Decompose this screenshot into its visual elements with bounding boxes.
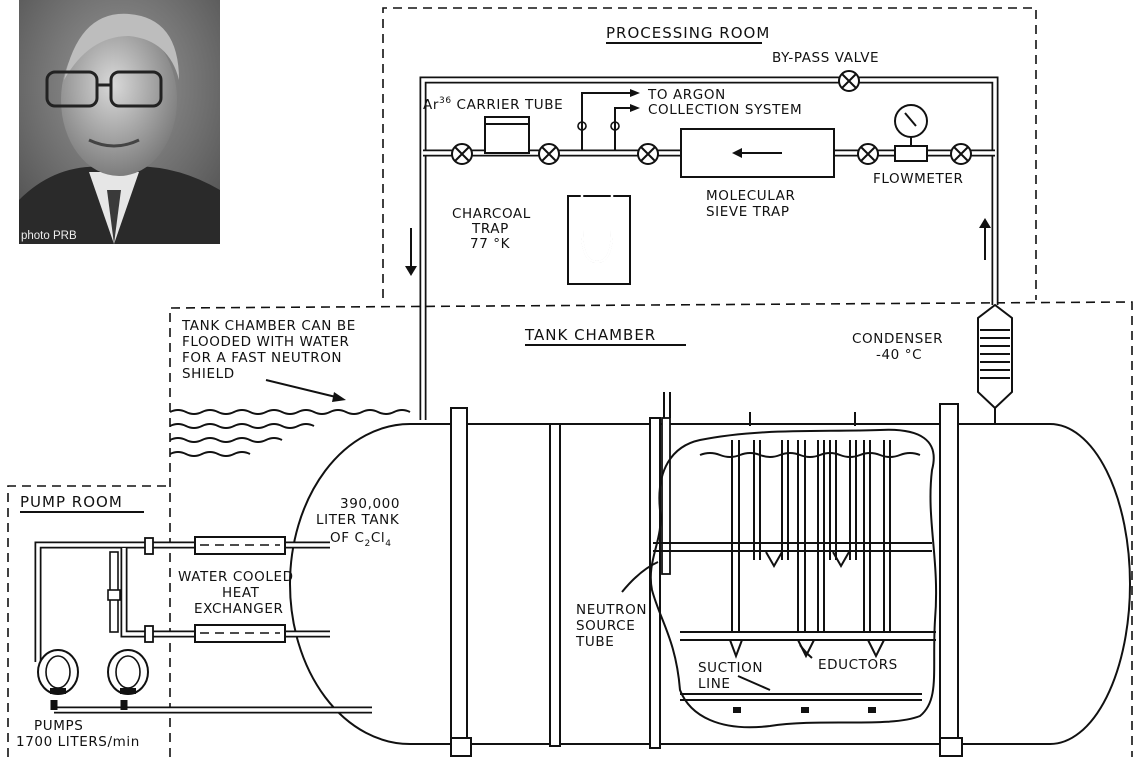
tank-note-label: FLOODED WITH WATER: [182, 334, 349, 350]
neutron-source-label: SOURCE: [576, 618, 635, 634]
flowmeter-icon: [895, 105, 927, 161]
pumps-label: PUMPS: [34, 718, 83, 734]
tank-chamber-label: TANK CHAMBER: [524, 326, 656, 344]
main-tank: [290, 392, 1130, 756]
suction-line-label: SUCTION: [698, 660, 763, 676]
valve-icon: [452, 144, 472, 164]
pumps-rate-label: 1700 LITERS/min: [16, 734, 140, 750]
carrier-tube: [485, 117, 529, 153]
molecular-sieve-trap: [681, 129, 834, 177]
portrait-image: [19, 0, 220, 244]
heat-exchanger-label: HEAT: [222, 585, 260, 601]
pump-icon: [108, 650, 148, 694]
tank-cutaway: [651, 412, 936, 727]
flowmeter-label: FLOWMETER: [873, 171, 964, 187]
molecular-sieve-label: MOLECULAR: [706, 188, 795, 204]
charcoal-trap-label: TRAP: [471, 221, 509, 237]
to-argon-label: TO ARGON: [647, 87, 726, 103]
valve-icon: [858, 144, 878, 164]
charcoal-trap: [568, 158, 630, 284]
pump-icon: [38, 650, 78, 694]
heat-exchanger-label: WATER COOLED: [178, 569, 294, 585]
condenser-icon: [978, 305, 1012, 425]
tank-note-label: TANK CHAMBER CAN BE: [181, 318, 356, 334]
bypass-valve-label: BY-PASS VALVE: [772, 50, 879, 66]
eductors-label: EDUCTORS: [818, 657, 898, 673]
valve-icon: [951, 144, 971, 164]
charcoal-trap-label: CHARCOAL: [452, 206, 531, 222]
portrait-photo: photo PRB: [19, 0, 220, 244]
tank-note-label: SHIELD: [182, 366, 235, 382]
neutron-source-label: NEUTRON: [576, 602, 647, 618]
molecular-sieve-label: SIEVE TRAP: [706, 204, 790, 220]
valve-icon: [638, 144, 658, 164]
neutron-source-label: TUBE: [575, 634, 614, 650]
pump-room-boundary: [8, 486, 170, 757]
tank-note-label: FOR A FAST NEUTRON: [182, 350, 342, 366]
collection-system-label: COLLECTION SYSTEM: [648, 102, 802, 118]
water-waves: [170, 380, 410, 456]
tank-contents-label: OF C2Cl4: [330, 530, 392, 549]
tank-capacity-label: LITER TANK: [316, 512, 400, 528]
suction-line-label: LINE: [698, 676, 731, 692]
suction-pointer: [738, 676, 770, 690]
pump-room-label: PUMP ROOM: [20, 493, 123, 511]
small-valve-icon: [578, 122, 619, 130]
charcoal-trap-label: 77 °K: [470, 236, 511, 252]
condenser-label: CONDENSER: [852, 331, 943, 347]
valve-icon: [539, 144, 559, 164]
bypass-valve-icon: [839, 71, 859, 91]
processing-room-label: PROCESSING ROOM: [606, 24, 770, 42]
heat-exchanger-label: EXCHANGER: [194, 601, 283, 617]
carrier-tube-label: Ar36 CARRIER TUBE: [423, 96, 563, 113]
photo-caption: photo PRB: [21, 230, 77, 242]
condenser-label: -40 °C: [876, 347, 922, 363]
tank-capacity-label: 390,000: [340, 496, 400, 512]
